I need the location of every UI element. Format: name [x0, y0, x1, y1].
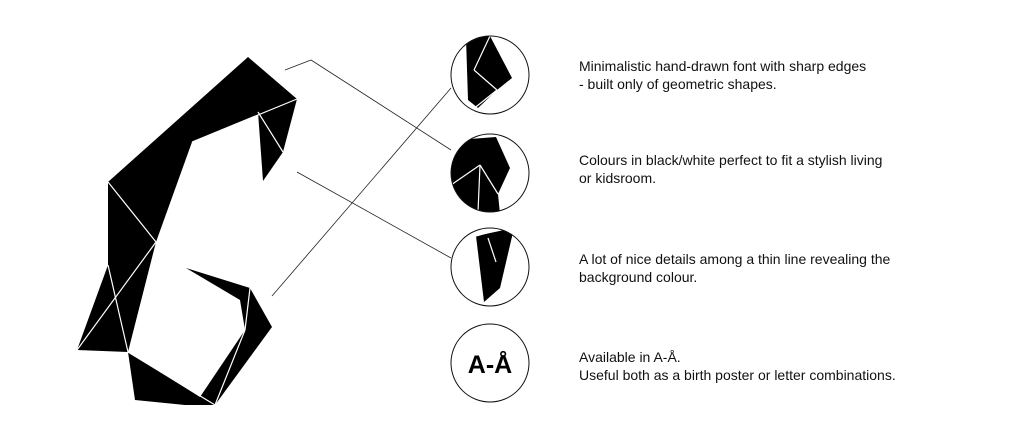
- feature-line: Useful both as a birth poster or letter …: [579, 367, 896, 383]
- alphabet-badge: A-Å: [450, 323, 530, 403]
- detail-circle-2: [450, 133, 530, 213]
- connector-lines: [271, 59, 452, 297]
- feature-line: Minimalistic hand-drawn font with sharp …: [579, 58, 867, 74]
- feature-line: - built only of geometric shapes.: [579, 76, 777, 92]
- feature-line: A lot of nice details among a thin line …: [579, 251, 891, 267]
- badge-label: A-Å: [468, 350, 512, 379]
- feature-text-availability: Available in A-Å. Useful both as a birth…: [579, 348, 999, 384]
- feature-text-colours: Colours in black/white perfect to fit a …: [579, 151, 999, 187]
- feature-line: Colours in black/white perfect to fit a …: [579, 152, 883, 168]
- feature-line: background colour.: [579, 269, 698, 285]
- feature-line: or kidsroom.: [579, 170, 657, 186]
- detail-circle-3: [450, 227, 530, 307]
- feature-text-details: A lot of nice details among a thin line …: [579, 250, 999, 286]
- feature-line: Available in A-Å.: [579, 349, 681, 365]
- geometric-letter-g: [76, 57, 298, 406]
- feature-text-shapes: Minimalistic hand-drawn font with sharp …: [579, 57, 999, 93]
- detail-circle-1: [450, 35, 530, 115]
